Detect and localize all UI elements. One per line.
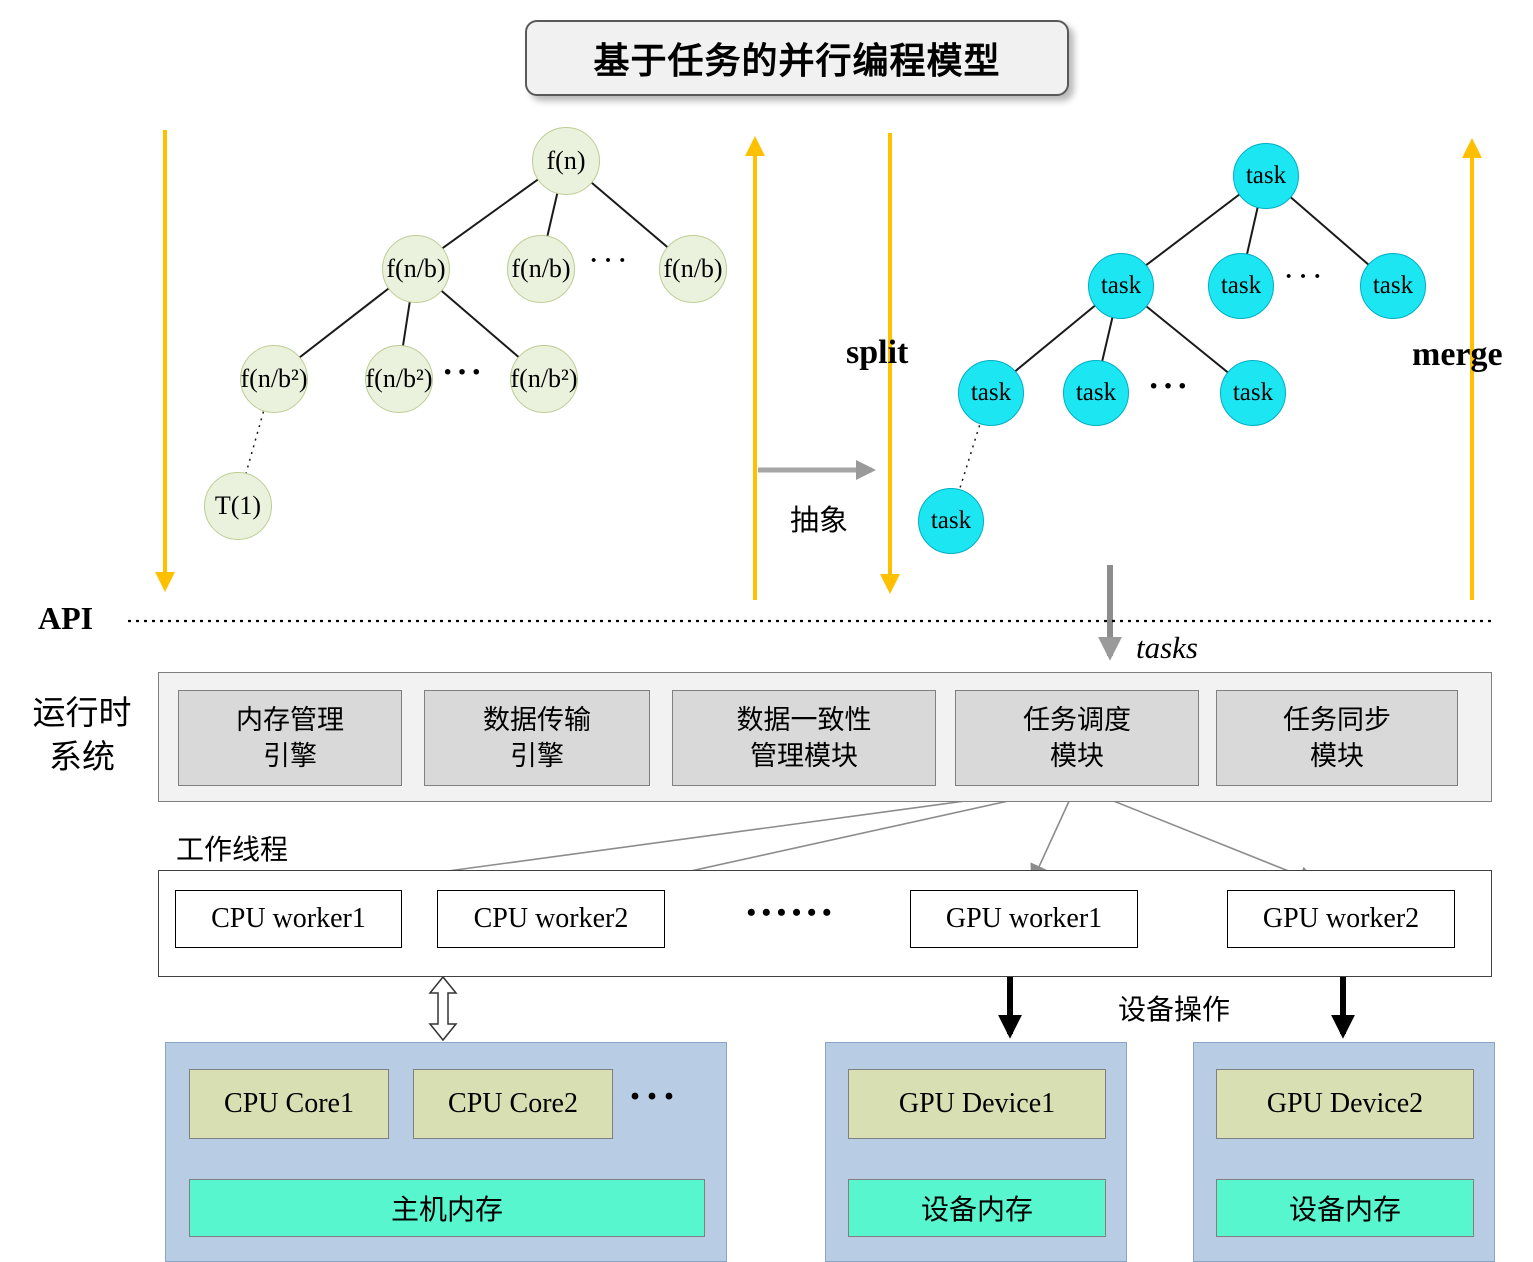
worker-ellipsis: •••••• — [746, 898, 838, 927]
gpu2-memory-box: 设备内存 — [1216, 1179, 1474, 1237]
module-data-coherence: 数据一致性 管理模块 — [672, 690, 936, 786]
cpu-core1-box: CPU Core1 — [189, 1069, 389, 1139]
gpu1-memory-box: 设备内存 — [848, 1179, 1106, 1237]
gpu-worker1-box: GPU worker1 — [910, 890, 1138, 948]
cpu-worker2-box: CPU worker2 — [437, 890, 665, 948]
runtime-system-label: 运行时 系统 — [32, 696, 132, 776]
core-ellipsis: ··· — [628, 1074, 680, 1120]
flow-arrows — [155, 130, 1482, 600]
gpu-device1-panel: GPU Device1 设备内存 — [825, 1042, 1127, 1262]
split-label: split — [846, 334, 909, 371]
gpu-device2-panel: GPU Device2 设备内存 — [1193, 1042, 1495, 1262]
ellipsis: ··· — [1148, 368, 1192, 405]
tree-node-l3: f(n/b²) — [365, 345, 433, 413]
scheduler-dispatch-arrows — [350, 785, 1318, 892]
api-label: API — [38, 600, 94, 636]
ellipsis: ··· — [1283, 258, 1326, 295]
module-data-transfer: 数据传输 引擎 — [424, 690, 650, 786]
merge-label: merge — [1412, 336, 1503, 373]
tasks-label: tasks — [1136, 630, 1198, 665]
cpu-core2-box: CPU Core2 — [413, 1069, 613, 1139]
tree-node-l2: f(n/b) — [659, 235, 727, 303]
left-tree-edges — [236, 159, 693, 506]
task-node-l3: task — [1063, 360, 1129, 426]
module-task-scheduler: 任务调度 模块 — [955, 690, 1199, 786]
task-node-l2: task — [1208, 253, 1274, 319]
tree-node-l3: f(n/b²) — [510, 345, 578, 413]
tree-node-leaf: T(1) — [204, 472, 272, 540]
abstraction-label: 抽象 — [790, 505, 849, 537]
right-tree-edges — [949, 174, 1393, 521]
gpu-worker2-box: GPU worker2 — [1227, 890, 1455, 948]
task-node-leaf: task — [918, 488, 984, 554]
cpu-worker1-box: CPU worker1 — [175, 890, 402, 948]
ellipsis: ··· — [442, 354, 486, 391]
tree-node-l2: f(n/b) — [382, 235, 450, 303]
device-ops-label: 设备操作 — [1118, 995, 1231, 1026]
cpu-host-panel: CPU Core1 CPU Core2 ··· 主机内存 — [165, 1042, 727, 1262]
task-node-l2: task — [1088, 253, 1154, 319]
task-node-l2: task — [1360, 253, 1426, 319]
gpu-device2-box: GPU Device2 — [1216, 1069, 1474, 1139]
module-task-sync: 任务同步 模块 — [1216, 690, 1458, 786]
host-memory-box: 主机内存 — [189, 1179, 705, 1237]
module-memory-mgmt: 内存管理 引擎 — [178, 690, 402, 786]
task-node-l3: task — [1220, 360, 1286, 426]
tree-node-root: f(n) — [532, 127, 600, 195]
ellipsis: ··· — [588, 242, 631, 279]
gpu-device1-box: GPU Device1 — [848, 1069, 1106, 1139]
tree-node-l2: f(n/b) — [507, 235, 575, 303]
task-node-l3: task — [958, 360, 1024, 426]
tree-node-l3: f(n/b²) — [240, 345, 308, 413]
task-node-root: task — [1233, 143, 1299, 209]
diagram-title: 基于任务的并行编程模型 — [525, 20, 1069, 96]
host-memory-arrow — [428, 975, 458, 1042]
worker-threads-label: 工作线程 — [176, 835, 289, 866]
